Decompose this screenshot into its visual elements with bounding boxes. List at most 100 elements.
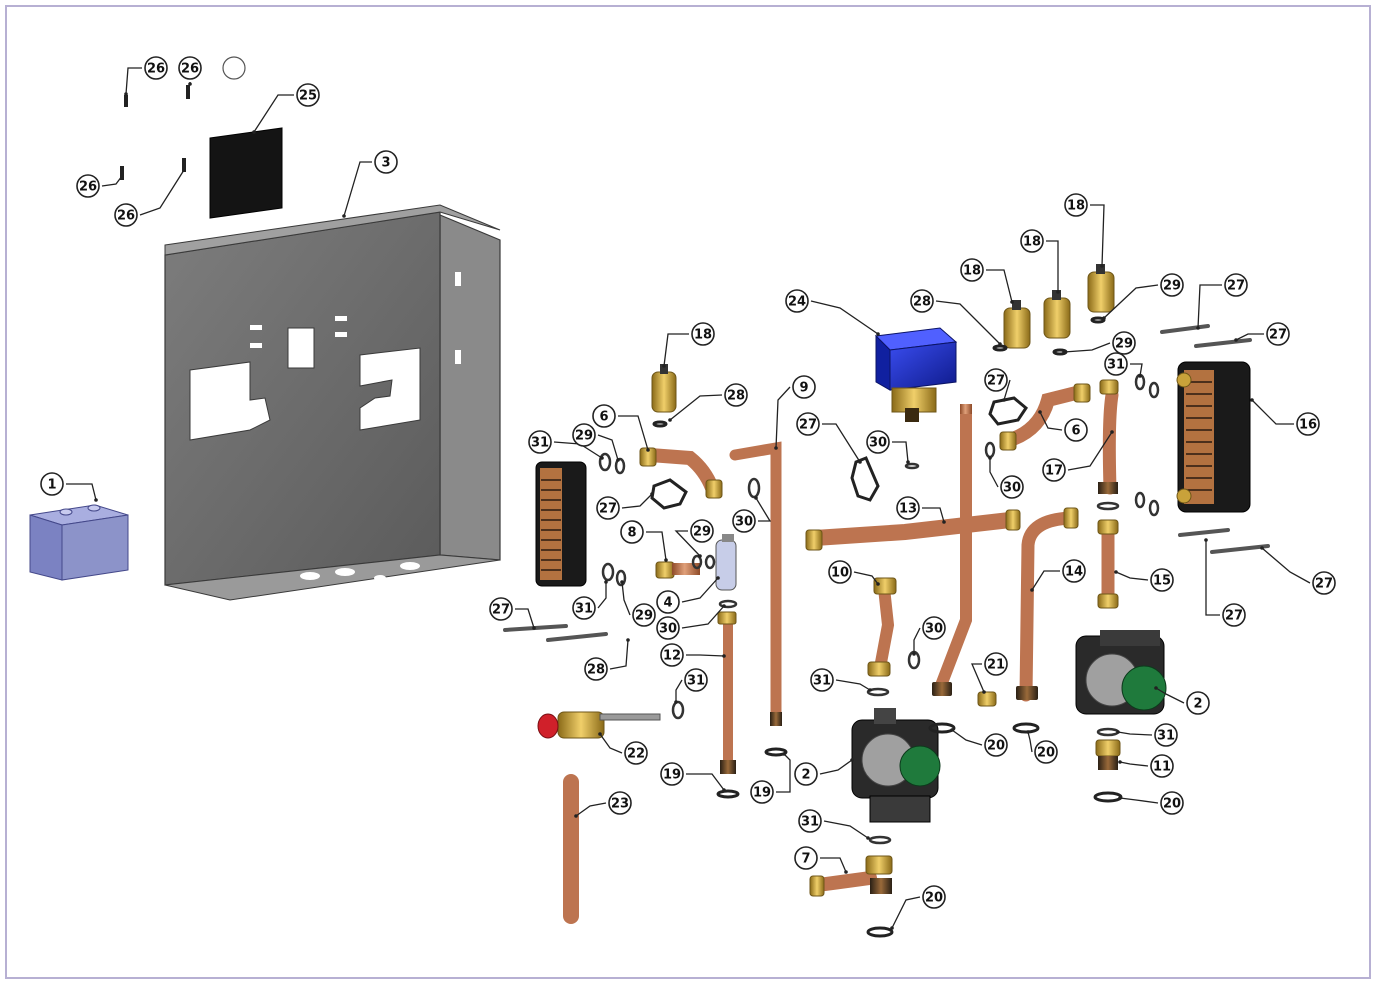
leader-tip [942,520,946,524]
part-callout: 25 [296,83,320,107]
part-callout: 27 [1266,322,1290,346]
leader-tip [1100,264,1104,268]
part-callout: 20 [1160,791,1184,815]
callout-number: 13 [899,502,917,517]
part-callout: 26 [114,203,138,227]
leader-tip [664,558,668,562]
leader-tip [604,580,608,584]
callout-circle [724,383,748,407]
callout-number: 18 [1023,235,1041,250]
callout-circle [810,668,834,692]
leader-line [343,161,372,217]
callout-circle [1266,322,1290,346]
leader-tip [94,498,98,502]
washer-ring [222,56,246,80]
callout-circle [798,809,822,833]
callout-number: 18 [963,264,981,279]
callout-number: 26 [147,62,165,77]
leader-tip [1116,730,1120,734]
leader-tip [866,836,870,840]
part-callout: 23 [608,791,632,815]
callout-circle [1150,754,1174,778]
leader-line [253,94,294,133]
callout-number: 20 [1037,746,1055,761]
part-callout: 31 [572,596,596,620]
callout-circle [684,668,708,692]
callout-circle [984,652,1008,676]
callout-number: 11 [1153,760,1171,775]
callout-number: 31 [575,602,593,617]
leader-tip [120,174,124,178]
part-callout: 31 [810,668,834,692]
leader-line [1046,240,1059,292]
part-callout: 19 [750,780,774,804]
leader-line [989,458,999,488]
leader-line [674,530,701,557]
safety-valve [537,711,661,739]
callout-number: 20 [1163,797,1181,812]
leader-line [597,582,607,609]
part-callout: 20 [922,885,946,909]
callout-circle [1224,273,1248,297]
part-callout: 24 [785,289,809,313]
leader-line [125,67,142,95]
callout-number: 28 [913,295,931,310]
callout-number: 30 [659,622,677,637]
callout-circle [1154,723,1178,747]
part-callout: 30 [656,616,680,640]
callout-number: 29 [693,525,711,540]
leader-tip [1030,588,1034,592]
callout-circle [144,56,168,80]
part-callout: 29 [632,603,656,627]
callout-number: 30 [869,436,887,451]
part-callout: 26 [178,56,202,80]
leader-tip [188,82,192,86]
leader-line [681,605,725,629]
leader-tip [650,492,654,496]
leader-tip [1062,350,1066,354]
callout-circle [40,472,64,496]
leader-tip [532,626,536,630]
callout-number: 9 [799,381,808,396]
callout-circle [1160,273,1184,297]
callout-number: 31 [813,674,831,689]
part-callout: 30 [732,509,756,533]
callout-circle [572,423,596,447]
leader-tip [668,418,672,422]
callout-circle [296,83,320,107]
leader-line [621,581,631,616]
part-callout: 22 [624,741,648,765]
callout-number: 27 [1227,279,1245,294]
leader-tip [1260,546,1264,550]
part-callout: 18 [960,258,984,282]
plate-heat-exchanger-right [1176,361,1251,513]
part-callout: 31 [684,668,708,692]
leader-tip [844,870,848,874]
leader-tip [868,688,872,692]
callout-number: 28 [587,663,605,678]
part-callout: 13 [896,496,920,520]
part-callout: 12 [660,643,684,667]
callout-number: 26 [181,62,199,77]
callout-circle [660,643,684,667]
leader-tip [1102,316,1106,320]
leader-line [599,733,623,754]
screws [120,85,190,180]
callout-number: 30 [735,515,753,530]
callout-circle [691,322,715,346]
leader-line [1027,731,1033,753]
leader-line [609,639,629,670]
leader-line [1197,284,1222,329]
part-callout: 1 [40,472,64,496]
leader-tip [782,752,786,756]
callout-circle [1062,559,1086,583]
leader-line [686,773,725,791]
callout-circle [592,404,616,428]
leader-tip [876,332,880,336]
brass-fittings [639,379,1121,897]
part-callout: 28 [910,289,934,313]
leader-line [891,896,921,929]
circulation-pump-upper [1075,630,1167,715]
part-callout: 31 [798,809,822,833]
callout-circle [1064,193,1088,217]
